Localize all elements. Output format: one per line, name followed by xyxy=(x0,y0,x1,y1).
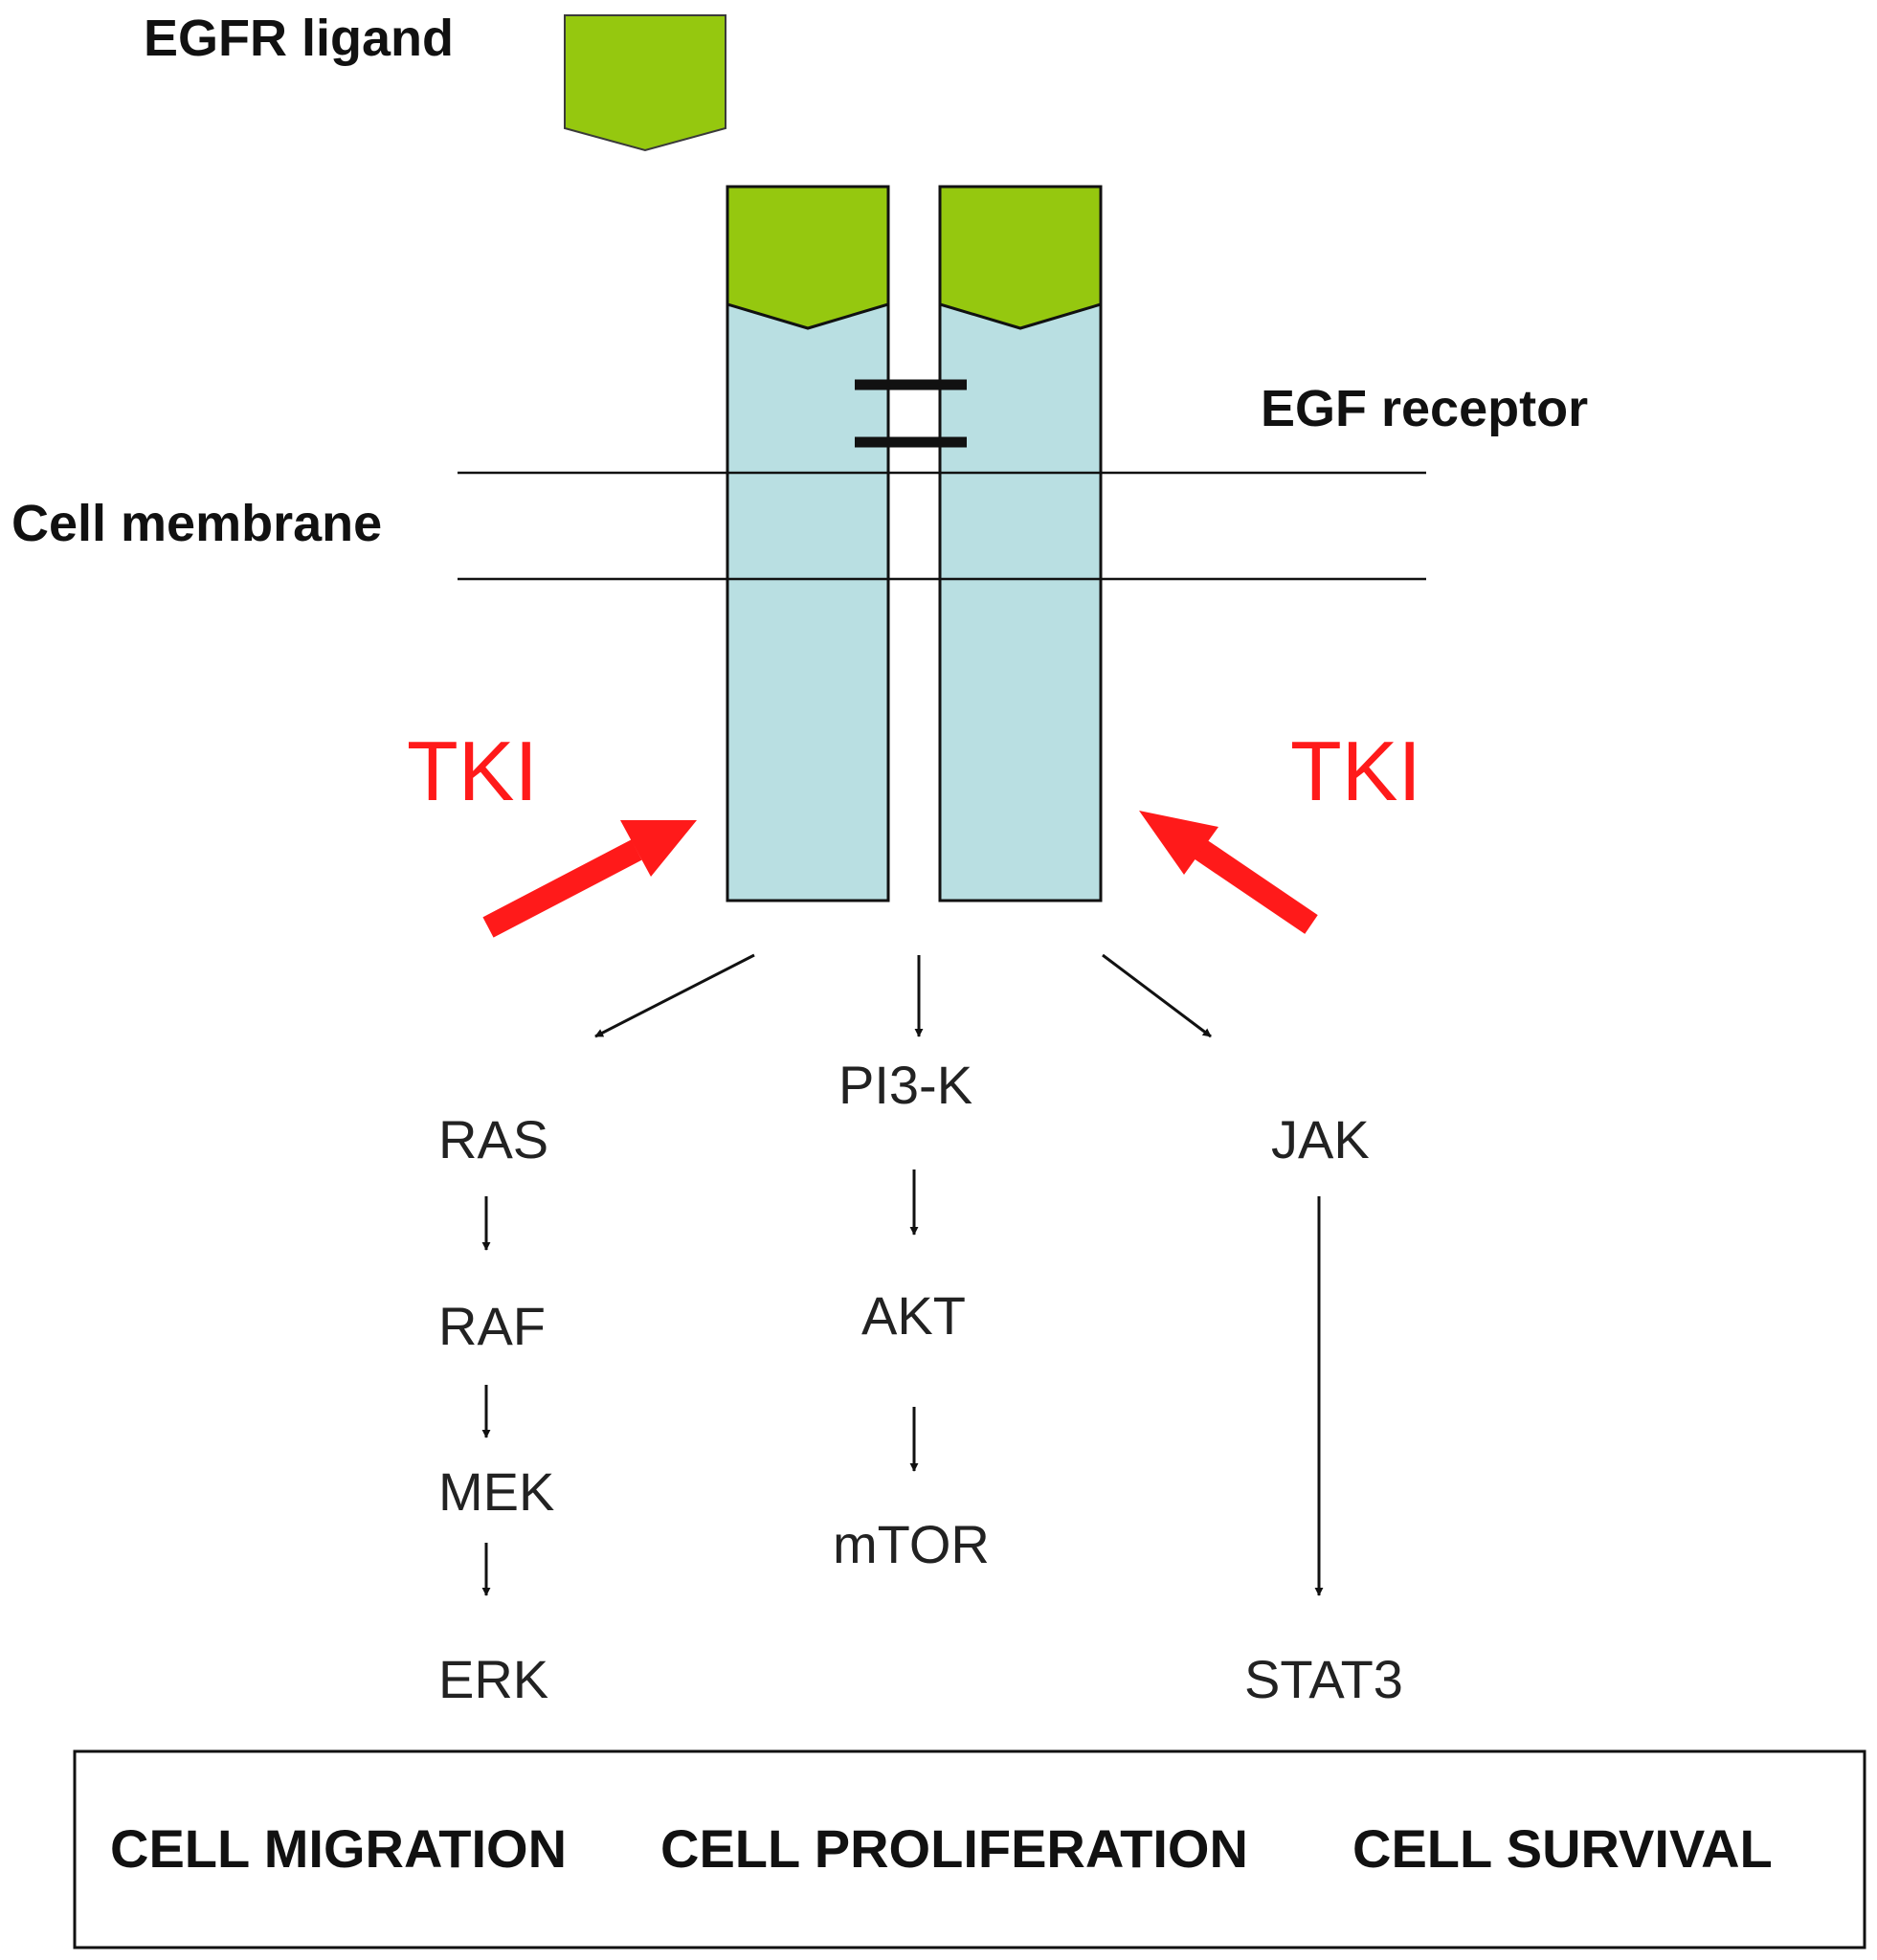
outcomes-box xyxy=(73,1749,1866,1949)
ligand-label: EGFR ligand xyxy=(144,10,454,67)
tki-arrow-left xyxy=(482,820,697,938)
tki-label-left: TKI xyxy=(407,724,538,818)
node-raf: RAF xyxy=(438,1296,546,1356)
membrane-label: Cell membrane xyxy=(11,495,382,552)
dimer-bond xyxy=(855,379,967,448)
ligand-shape xyxy=(564,14,726,152)
receptor-right-chain xyxy=(938,185,1103,902)
receptor-label: EGF receptor xyxy=(1261,380,1588,437)
node-mtor: mTOR xyxy=(833,1514,990,1574)
arrow-receptor-to-ras xyxy=(594,953,755,1038)
arrow-receptor-to-jak xyxy=(1102,953,1212,1038)
node-ras: RAS xyxy=(438,1109,548,1169)
tki-label-right: TKI xyxy=(1290,724,1421,818)
node-mek: MEK xyxy=(438,1461,554,1522)
receptor-left-chain xyxy=(726,185,890,902)
outcome-migration: CELL MIGRATION xyxy=(110,1818,567,1879)
tki-arrow-right xyxy=(1139,811,1318,934)
node-akt: AKT xyxy=(861,1285,966,1346)
outcome-proliferation: CELL PROLIFERATION xyxy=(660,1818,1248,1879)
node-stat3: STAT3 xyxy=(1244,1649,1403,1709)
outcome-survival: CELL SURVIVAL xyxy=(1352,1818,1773,1879)
node-jak: JAK xyxy=(1271,1109,1370,1169)
node-erk: ERK xyxy=(438,1649,548,1709)
node-pi3k: PI3-K xyxy=(838,1055,972,1115)
